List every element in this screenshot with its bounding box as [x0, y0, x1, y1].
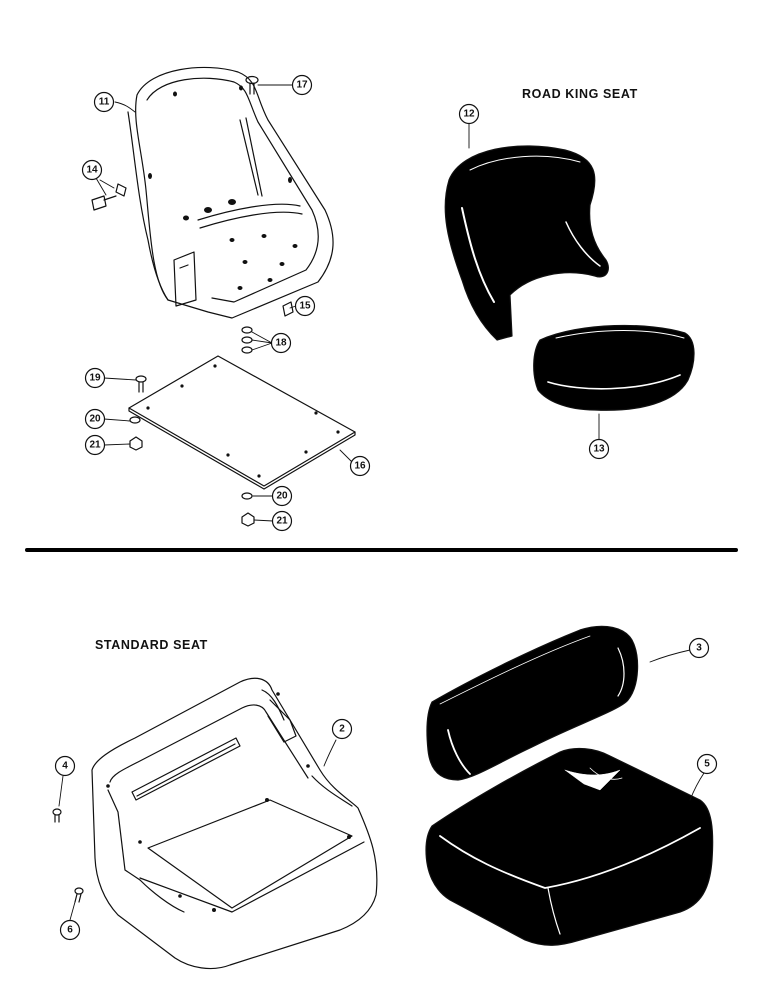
bolt-19-part: [135, 375, 147, 393]
callout-15: 15: [299, 301, 311, 312]
mounting-plate-holes: [146, 364, 340, 478]
bolt-nut-14-part: [91, 183, 127, 211]
callout-4: 4: [62, 761, 68, 772]
callout-20-left: 20: [89, 414, 101, 425]
seat-cushion-5-part: [425, 747, 714, 946]
callout-19: 19: [89, 373, 101, 384]
callout-21-left: 21: [89, 440, 101, 451]
callout-3: 3: [696, 643, 702, 654]
callout-circles: [54, 74, 718, 941]
standard-seat-title: STANDARD SEAT: [95, 638, 208, 652]
washer-20-bottom-part: [241, 492, 253, 500]
standard-seat-frame-2-part: [91, 677, 378, 970]
callout-18: 18: [275, 338, 287, 349]
nut-15-part: [282, 301, 294, 317]
callout-11: 11: [99, 97, 110, 108]
callout-13: 13: [593, 444, 605, 455]
nut-21-left-part: [129, 436, 143, 451]
nut-21-bottom-part: [241, 512, 255, 527]
seat-frame-part: [127, 66, 334, 319]
bolt-17-part: [245, 75, 259, 95]
seat-frame-holes: [148, 85, 298, 290]
leader-lines: [58, 84, 705, 921]
road-king-seat-title: ROAD KING SEAT: [522, 87, 638, 101]
seat-cushion-13-part: [533, 324, 695, 411]
screw-4-part: [52, 808, 62, 823]
callout-20-bottom: 20: [276, 491, 288, 502]
callout-6: 6: [67, 925, 73, 936]
standard-seat-frame-holes: [106, 692, 351, 912]
callout-21-bottom: 21: [276, 516, 288, 527]
callout-16: 16: [354, 461, 366, 472]
backrest-12-part: [444, 145, 609, 341]
callout-17: 17: [296, 80, 308, 91]
back-cushion-3-part: [426, 625, 639, 781]
callout-5: 5: [704, 759, 710, 770]
callout-12: 12: [463, 109, 475, 120]
washers-18-part: [241, 326, 253, 354]
mounting-plate-16-part: [128, 355, 356, 490]
callout-14: 14: [86, 165, 98, 176]
callout-2: 2: [339, 724, 345, 735]
washer-20-left-part: [129, 416, 141, 424]
screw-6-part: [74, 887, 84, 903]
